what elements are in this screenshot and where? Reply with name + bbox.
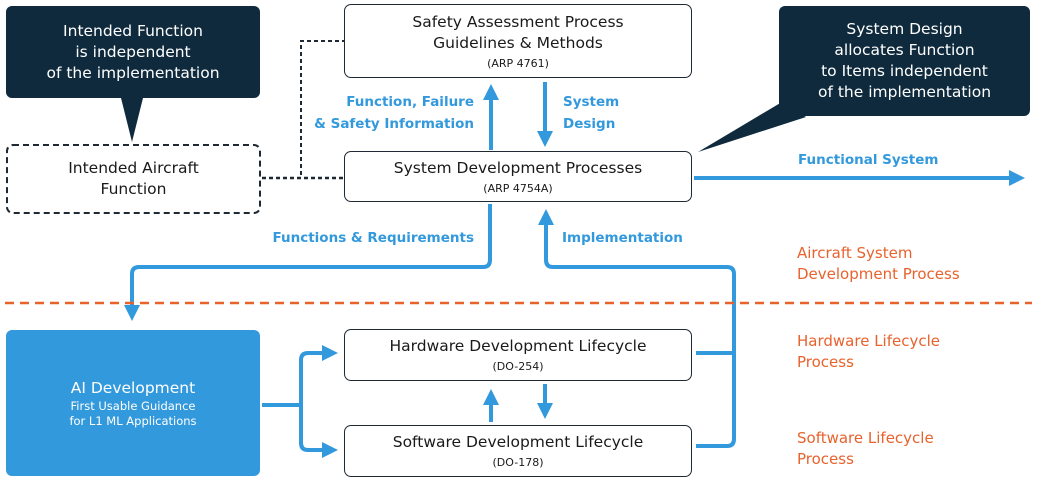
box-subtitle: (ARP 4754A) xyxy=(483,181,553,195)
label-line: & Safety Information xyxy=(314,116,474,132)
callout-line: of the implementation xyxy=(817,83,992,101)
label-line: Hardware Lifecycle xyxy=(797,332,940,350)
intended-aircraft-function-box: Intended Aircraft Function xyxy=(6,144,261,214)
callout-line: to Items independent xyxy=(821,62,988,80)
box-subtitle: (DO-254) xyxy=(492,360,544,373)
arrow-ai-to-hardware xyxy=(262,345,338,407)
arrow-functions-requirements xyxy=(124,204,492,321)
label-line: Design xyxy=(563,116,616,132)
label-system-design: System Design xyxy=(563,91,643,135)
callout-pointer-system-design xyxy=(698,102,806,152)
label-line: Process xyxy=(797,353,854,371)
box-title: Hardware Development Lifecycle xyxy=(389,337,647,355)
box-title-line: Function xyxy=(100,180,167,198)
label-line: Software Lifecycle xyxy=(797,429,934,447)
ai-development-box: AI Development First Usable Guidance for… xyxy=(6,330,260,476)
ai-title: AI Development xyxy=(70,378,196,397)
box-title: Software Development Lifecycle xyxy=(392,433,644,451)
label-implementation: Implementation xyxy=(562,230,683,246)
label-line: Development Process xyxy=(797,265,960,283)
dotted-link-aircraft-safety xyxy=(262,40,344,179)
label-line: Aircraft System xyxy=(797,244,913,262)
box-title-line: Safety Assessment Process xyxy=(412,12,624,31)
label-aircraft-system-process: Aircraft System Development Process xyxy=(797,243,1027,285)
box-title: System Development Processes xyxy=(393,158,643,177)
label-line: Function, Failure xyxy=(346,94,474,110)
system-development-box: System Development Processes (ARP 4754A) xyxy=(344,151,692,202)
box-subtitle: (ARP 4761) xyxy=(487,56,549,70)
software-lifecycle-box: Software Development Lifecycle (DO-178) xyxy=(344,425,692,477)
label-functional-system: Functional System xyxy=(798,152,939,168)
label-line: Process xyxy=(797,450,854,468)
callout-line: is independent xyxy=(75,42,191,61)
label-line: System xyxy=(563,94,620,110)
box-title-line: Guidelines & Methods xyxy=(433,33,603,52)
label-function-failure: Function, Failure & Safety Information xyxy=(300,91,474,135)
label-functions-requirements: Functions & Requirements xyxy=(272,230,474,246)
callout-line: allocates Function xyxy=(834,41,975,59)
link-software-implementation xyxy=(696,353,736,448)
callout-line: of the implementation xyxy=(46,63,220,82)
arrow-implementation xyxy=(538,209,736,355)
hardware-lifecycle-box: Hardware Development Lifecycle (DO-254) xyxy=(344,329,692,381)
callout-line: System Design xyxy=(846,20,963,38)
ai-subtitle-line: First Usable Guidance xyxy=(70,398,196,413)
callout-system-design: System Design allocates Function to Item… xyxy=(779,6,1030,116)
label-hardware-process: Hardware Lifecycle Process xyxy=(797,331,1027,373)
box-title-line: Intended Aircraft xyxy=(68,159,199,177)
safety-assessment-box: Safety Assessment Process Guidelines & M… xyxy=(344,4,692,78)
callout-line: Intended Function xyxy=(63,21,203,40)
label-software-process: Software Lifecycle Process xyxy=(797,428,1027,470)
callout-pointer-intended xyxy=(121,98,143,142)
ai-subtitle-line: for L1 ML Applications xyxy=(69,413,197,428)
arrow-ai-to-software xyxy=(299,405,338,458)
callout-intended-function: Intended Function is independent of the … xyxy=(6,6,260,98)
box-subtitle: (DO-178) xyxy=(492,456,544,469)
